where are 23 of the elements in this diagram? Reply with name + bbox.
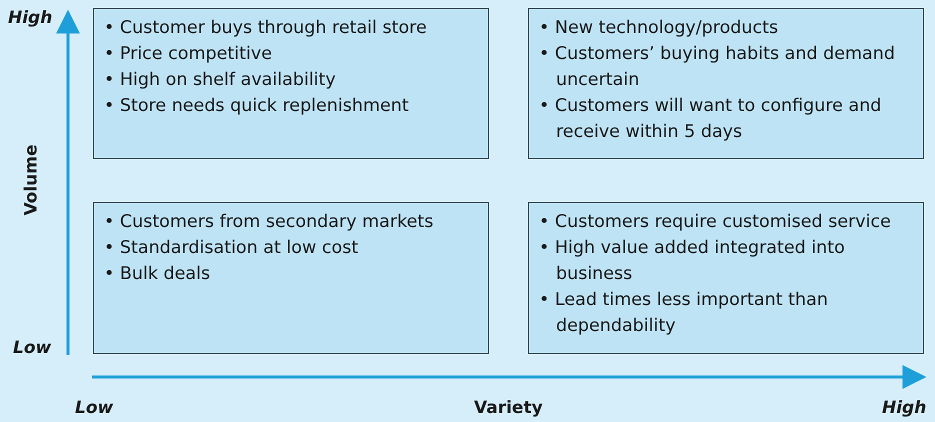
axis-label: High bbox=[882, 398, 926, 418]
bullet-item: • Bulk deals bbox=[104, 263, 212, 286]
bullet-item: • Price competitive bbox=[104, 43, 273, 66]
quadrant-box bbox=[93, 8, 489, 159]
quadrant-box bbox=[528, 202, 924, 354]
bullet-item: • High value added integrated into business bbox=[539, 237, 846, 286]
axis-label: Low bbox=[75, 398, 114, 418]
bullet-item: • Customers require customised service bbox=[539, 211, 892, 234]
bullet-item: • Customers from secondary markets bbox=[104, 211, 434, 234]
bullet-item: • Standardisation at low cost bbox=[104, 237, 360, 260]
bullet-item: • Customers will want to configure and receive within 5 days bbox=[539, 95, 882, 144]
quadrant-box bbox=[93, 202, 489, 354]
bullet-item: • New technology/products bbox=[539, 17, 780, 40]
bullet-item: • Customer buys through retail store bbox=[104, 17, 428, 40]
quadrant-box bbox=[528, 8, 924, 159]
bullet-item: • Customers’ buying habits and demand uncertain bbox=[539, 43, 896, 92]
axis-label: High bbox=[8, 8, 52, 28]
axis-label: Volume bbox=[22, 144, 42, 216]
axis-label: Variety bbox=[474, 398, 543, 418]
bullet-item: • Store needs quick replenishment bbox=[104, 95, 410, 118]
bullet-item: • High on shelf availability bbox=[104, 69, 337, 92]
bullet-item: • Lead times less important than dependability bbox=[539, 289, 829, 338]
axis-label: Low bbox=[13, 338, 52, 358]
